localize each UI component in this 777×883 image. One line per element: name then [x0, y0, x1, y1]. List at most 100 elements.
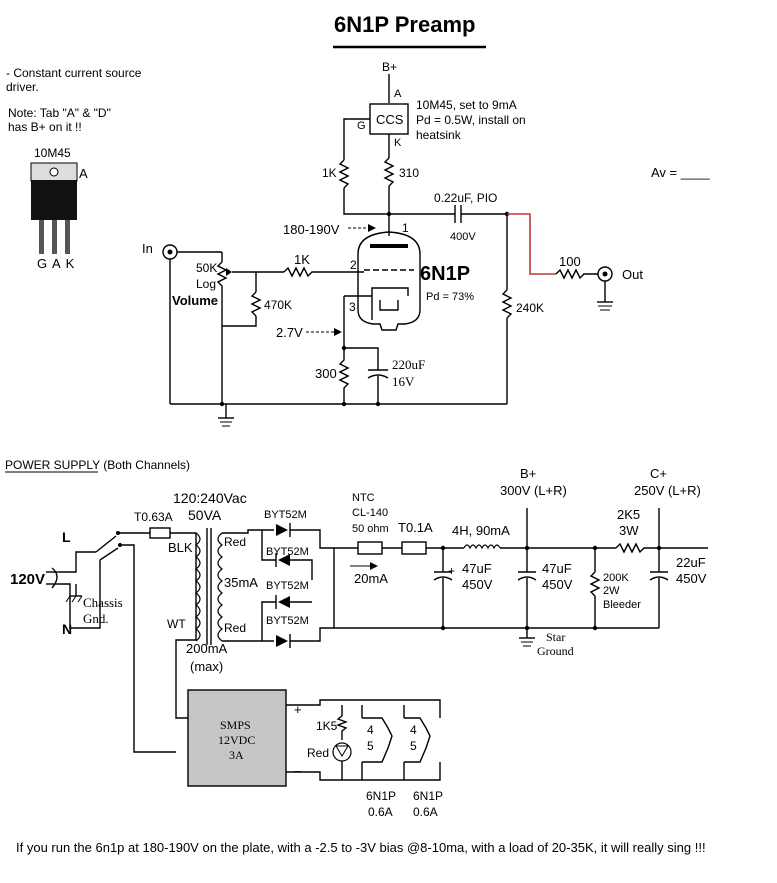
- r-100-label: 100: [559, 254, 581, 269]
- r-240k-label: 240K: [516, 301, 545, 315]
- input-label: In: [142, 241, 153, 256]
- r-cathode-label: 300: [315, 366, 337, 381]
- star-ground-label-1: Star: [546, 630, 566, 644]
- line-n-label: N: [62, 621, 73, 637]
- tube-b-name: 6N1P: [413, 789, 444, 803]
- coupling-cap-label: 0.22uF, PIO: [434, 191, 498, 205]
- pin1-label: 1: [402, 221, 409, 235]
- ntc-label-1: NTC: [352, 492, 375, 504]
- bplus-label: B+: [382, 60, 398, 74]
- ccs-pin-a: A: [394, 88, 402, 100]
- ma200-max-label: (max): [190, 659, 224, 674]
- chassis-label-1: Chassis: [83, 595, 123, 610]
- ccs-desc-3: heatsink: [416, 128, 461, 142]
- ps-heading: POWER SUPPLY (Both Channels): [5, 458, 190, 472]
- ntc-label-2: CL-140: [352, 507, 389, 519]
- ccs-note: - Constant current source driver.: [6, 66, 142, 94]
- heater-a-pin4: 4: [367, 723, 374, 737]
- line-l-label: L: [62, 529, 71, 545]
- r-2k5-value: 2K5: [617, 507, 641, 522]
- choke-label: 4H, 90mA: [452, 523, 510, 538]
- chassis-label-2: Gnd.: [83, 611, 109, 626]
- c1-value: 47uF: [462, 561, 492, 576]
- part-number-label: 10M45: [34, 146, 71, 160]
- diode3-label: BYT52M: [266, 580, 309, 592]
- ccs-box: [369, 103, 409, 135]
- smps-plus-label: +: [294, 702, 302, 717]
- pot-name-label: Volume: [172, 293, 218, 308]
- heater-b-pin4: 4: [410, 723, 417, 737]
- cap-cathode-voltage: 16V: [392, 374, 415, 389]
- transformer-va: 50VA: [188, 507, 222, 523]
- pot-taper-label: Log: [196, 277, 217, 291]
- tube-pd-label: Pd = 73%: [426, 291, 475, 303]
- cplus-label: C+: [650, 466, 667, 481]
- current-label: 20mA: [354, 571, 388, 586]
- pin3-label: 3: [349, 300, 356, 314]
- bleeder-value: 200K: [603, 572, 629, 584]
- bplus-ps-label: B+: [520, 466, 537, 481]
- tube-a-current: 0.6A: [368, 805, 393, 819]
- tube-label: 6N1P: [420, 263, 471, 285]
- tab-note: Note: Tab "A" & "D" has B+ on it !!: [8, 106, 111, 134]
- c3-voltage: 450V: [676, 571, 707, 586]
- plate-voltage-label: 180-190V: [283, 222, 340, 237]
- red2-label: Red: [224, 621, 247, 635]
- led-label: Red: [307, 746, 330, 760]
- diode2-label: BYT52M: [266, 546, 309, 558]
- diode1-label: BYT52M: [264, 509, 307, 521]
- 10m45-part-icon: [30, 162, 78, 254]
- part-pins-label: G A K: [37, 256, 75, 271]
- diode4-label: BYT52M: [266, 615, 309, 627]
- output-label: Out: [622, 267, 643, 282]
- r-310-label: 310: [399, 166, 420, 180]
- c2-value: 47uF: [542, 561, 572, 576]
- wt-label: WT: [167, 617, 186, 631]
- bleeder-watt: 2W: [603, 585, 620, 597]
- smps-label-2: 12VDC: [218, 733, 256, 747]
- red1-label: Red: [224, 535, 247, 549]
- preamp-circuit: [162, 74, 613, 427]
- r-1k5-label: 1K5: [316, 719, 338, 733]
- ma35-label: 35mA: [224, 575, 258, 590]
- smps-box: [187, 689, 287, 787]
- power-supply-circuit: [5, 471, 708, 787]
- c1-voltage: 450V: [462, 577, 493, 592]
- r-grid-label: 1K: [294, 252, 310, 267]
- smps-minus-label: –: [294, 763, 302, 778]
- part-pin-a-label: A: [79, 166, 88, 181]
- c2-voltage: 450V: [542, 577, 573, 592]
- bplus-ps-voltage: 300V (L+R): [500, 483, 567, 498]
- transformer-ratio: 120:240Vac: [173, 490, 247, 506]
- mains-label: 120V: [10, 571, 46, 588]
- star-ground-label-2: Ground: [537, 644, 574, 658]
- cathode-voltage-label: 2.7V: [276, 325, 303, 340]
- smps-label-1: SMPS: [220, 718, 251, 732]
- coupling-cap-voltage: 400V: [450, 231, 476, 243]
- heater-b-pin5: 5: [410, 739, 417, 753]
- plus-sign-c1: +: [448, 564, 456, 578]
- bleeder-label: Bleeder: [603, 599, 641, 611]
- gain-label: Av = ____: [651, 165, 710, 180]
- r-2k5-watt: 3W: [619, 523, 639, 538]
- c3-value: 22uF: [676, 555, 706, 570]
- ntc-label-3: 50 ohm: [352, 523, 389, 535]
- fuse-label: T0.63A: [134, 510, 173, 524]
- r-gate-label: 1K: [322, 166, 337, 180]
- ccs-pin-k: K: [394, 137, 402, 149]
- blk-label: BLK: [168, 540, 193, 555]
- smps-label-3: 3A: [229, 748, 244, 762]
- tube-b-current: 0.6A: [413, 805, 438, 819]
- ma200-label: 200mA: [186, 641, 228, 656]
- r-470k-label: 470K: [264, 298, 293, 312]
- pin2-label: 2: [350, 258, 357, 272]
- tube-a-name: 6N1P: [366, 789, 397, 803]
- ccs-pin-g: G: [357, 120, 366, 132]
- page-title: 6N1P Preamp: [334, 12, 476, 37]
- fuse2-label: T0.1A: [398, 520, 433, 535]
- cap-cathode-value: 220uF: [392, 357, 426, 372]
- heater-a-pin5: 5: [367, 739, 374, 753]
- ccs-desc-2: Pd = 0.5W, install on: [416, 113, 526, 127]
- ccs-label: CCS: [376, 112, 404, 127]
